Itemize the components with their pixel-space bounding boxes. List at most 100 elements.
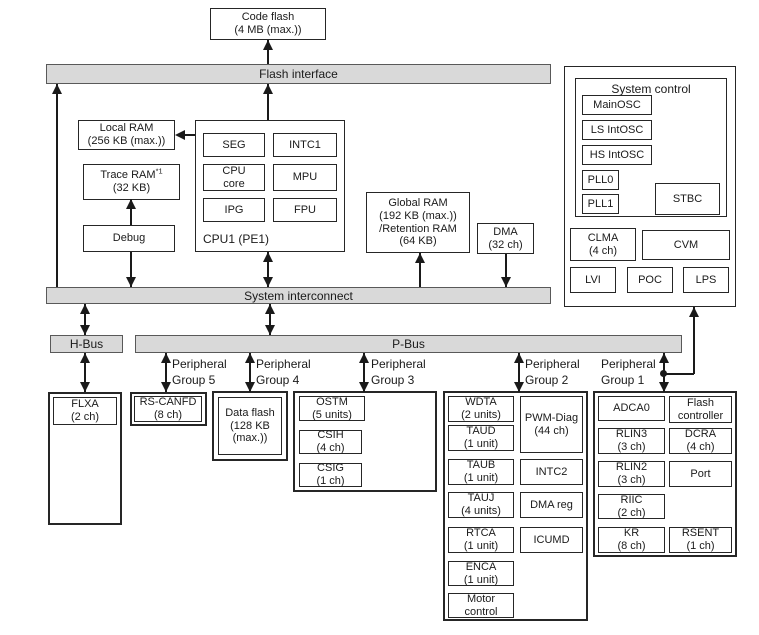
connector-pbus-group4-line: [249, 353, 251, 392]
pll0-box: PLL0: [582, 170, 619, 190]
rlin2-name: RLIN2: [615, 461, 648, 474]
arrowhead-up-icon: [126, 199, 136, 209]
peripheral-group-1-label: Peripheral Group 1: [601, 357, 656, 388]
connector-si-hbus-line: [84, 304, 86, 335]
rlin3-ch: (3 ch): [617, 441, 646, 453]
pg1-l2: Group 1: [601, 372, 645, 387]
flxa-box: FLXA (2 ch): [53, 397, 117, 425]
cpu-core-box: CPU core: [203, 164, 265, 191]
rtca-ch: (1 unit): [463, 540, 499, 552]
data-flash-l1: Data flash: [225, 406, 275, 419]
tauj-box: TAUJ (4 units): [448, 492, 514, 518]
global-ram-l1: Global RAM: [388, 196, 448, 209]
taud-ch: (1 unit): [463, 438, 499, 450]
rlin2-box: RLIN2 (3 ch): [598, 461, 665, 487]
poc-label: POC: [638, 273, 662, 286]
pg4-l1: Peripheral: [256, 357, 311, 371]
lvi-label: LVI: [585, 273, 601, 286]
ls-intosc-box: LS IntOSC: [582, 120, 652, 140]
connector-pbus-group5-line: [165, 353, 167, 392]
arrowhead-up-icon: [265, 304, 275, 314]
dma-reg-label: DMA reg: [530, 498, 573, 511]
lvi-box: LVI: [570, 267, 616, 293]
pwm-diag-name: PWM-Diag: [524, 411, 579, 424]
csih-name: CSIH: [317, 429, 344, 442]
local-ram-box: Local RAM (256 KB (max.)): [78, 120, 175, 150]
flxa-ch: (2 ch): [70, 411, 100, 423]
debug-label: Debug: [112, 232, 146, 245]
poc-box: POC: [627, 267, 673, 293]
pg3-l1: Peripheral: [371, 357, 426, 371]
mainosc-box: MainOSC: [582, 95, 652, 115]
connector-left-riser-line: [56, 84, 58, 287]
code-flash-name: Code flash: [241, 11, 295, 24]
arrowhead-up-icon: [263, 252, 273, 262]
port-box: Port: [669, 461, 732, 487]
dcra-box: DCRA (4 ch): [669, 428, 732, 454]
hs-intosc-label: HS IntOSC: [589, 148, 645, 161]
motor-control-box: Motor control: [448, 593, 514, 618]
connector-pbus-group2-line: [518, 353, 520, 392]
arrowhead-up-icon: [245, 353, 255, 363]
global-ram-l2: (192 KB (max.)): [379, 209, 457, 222]
arrowhead-up-icon: [80, 304, 90, 314]
connector-debug-traceram-line: [130, 199, 132, 225]
p-bus: P-Bus: [135, 335, 682, 353]
arrowhead-up-icon: [161, 353, 171, 363]
arrowhead-down-icon: [80, 325, 90, 335]
connector-dma-si-line: [505, 254, 507, 287]
data-flash-l3: (max.)): [232, 432, 268, 445]
debug-box: Debug: [83, 225, 175, 252]
connector-branch-horizontal-line: [663, 373, 694, 375]
cvm-label: CVM: [673, 238, 699, 251]
peripheral-group-2-label: Peripheral Group 2: [525, 357, 580, 388]
rsent-box: RSENT (1 ch): [669, 527, 732, 553]
ostm-box: OSTM (5 units): [299, 396, 365, 421]
dcra-name: DCRA: [684, 428, 717, 441]
code-flash-box: Code flash (4 MB (max.)): [210, 8, 326, 40]
trace-ram-name: Trace RAM: [100, 169, 156, 182]
enca-name: ENCA: [465, 560, 497, 573]
cpu1-label: CPU1 (PE1): [203, 232, 270, 246]
connector-debug-si-line: [130, 252, 132, 287]
arrowhead-down-icon: [514, 382, 524, 392]
connector-globalram-line: [419, 253, 421, 287]
rlin3-box: RLIN3 (3 ch): [598, 428, 665, 454]
fpu-label: FPU: [294, 203, 316, 216]
pll1-label: PLL1: [587, 197, 614, 210]
flxa-name: FLXA: [71, 398, 99, 411]
kr-ch: (8 ch): [617, 540, 646, 552]
tauj-ch: (4 units): [461, 505, 501, 517]
ls-intosc-label: LS IntOSC: [590, 123, 644, 136]
trace-ram-size: (32 KB): [112, 182, 151, 194]
pg4-l2: Group 4: [256, 372, 300, 387]
connector-code-flash-line: [267, 40, 269, 64]
pwm-diag-ch: (44 ch): [534, 424, 569, 437]
mpu-box: MPU: [273, 164, 337, 191]
intc1-label: INTC1: [289, 138, 321, 151]
arrowhead-down-icon: [265, 325, 275, 335]
mpu-label: MPU: [292, 171, 318, 184]
rtca-name: RTCA: [466, 527, 496, 540]
connector-hbus-flxa-line: [84, 353, 86, 392]
dma-reg-box: DMA reg: [520, 492, 583, 518]
stbc-box: STBC: [655, 183, 720, 215]
pg2-l2: Group 2: [525, 372, 569, 387]
trace-ram-box: Trace RAM*1 (32 KB): [83, 164, 180, 200]
connector-si-pbus-line: [269, 304, 271, 335]
rtca-box: RTCA (1 unit): [448, 527, 514, 553]
intc2-label: INTC2: [535, 465, 568, 478]
global-ram-box: Global RAM (192 KB (max.)) /Retention RA…: [366, 192, 470, 253]
cvm-box: CVM: [642, 230, 730, 260]
h-bus-label: H-Bus: [69, 337, 104, 351]
arrowhead-down-icon: [659, 382, 669, 392]
p-bus-label: P-Bus: [392, 337, 425, 351]
riic-name: RIIC: [620, 493, 643, 506]
rsent-name: RSENT: [681, 527, 720, 540]
rs-canfd-name: RS-CANFD: [139, 396, 197, 409]
rs-canfd-box: RS-CANFD (8 ch): [134, 396, 202, 422]
wdta-ch: (2 units): [461, 409, 501, 421]
port-label: Port: [690, 467, 711, 480]
arrowhead-up-icon: [415, 253, 425, 263]
